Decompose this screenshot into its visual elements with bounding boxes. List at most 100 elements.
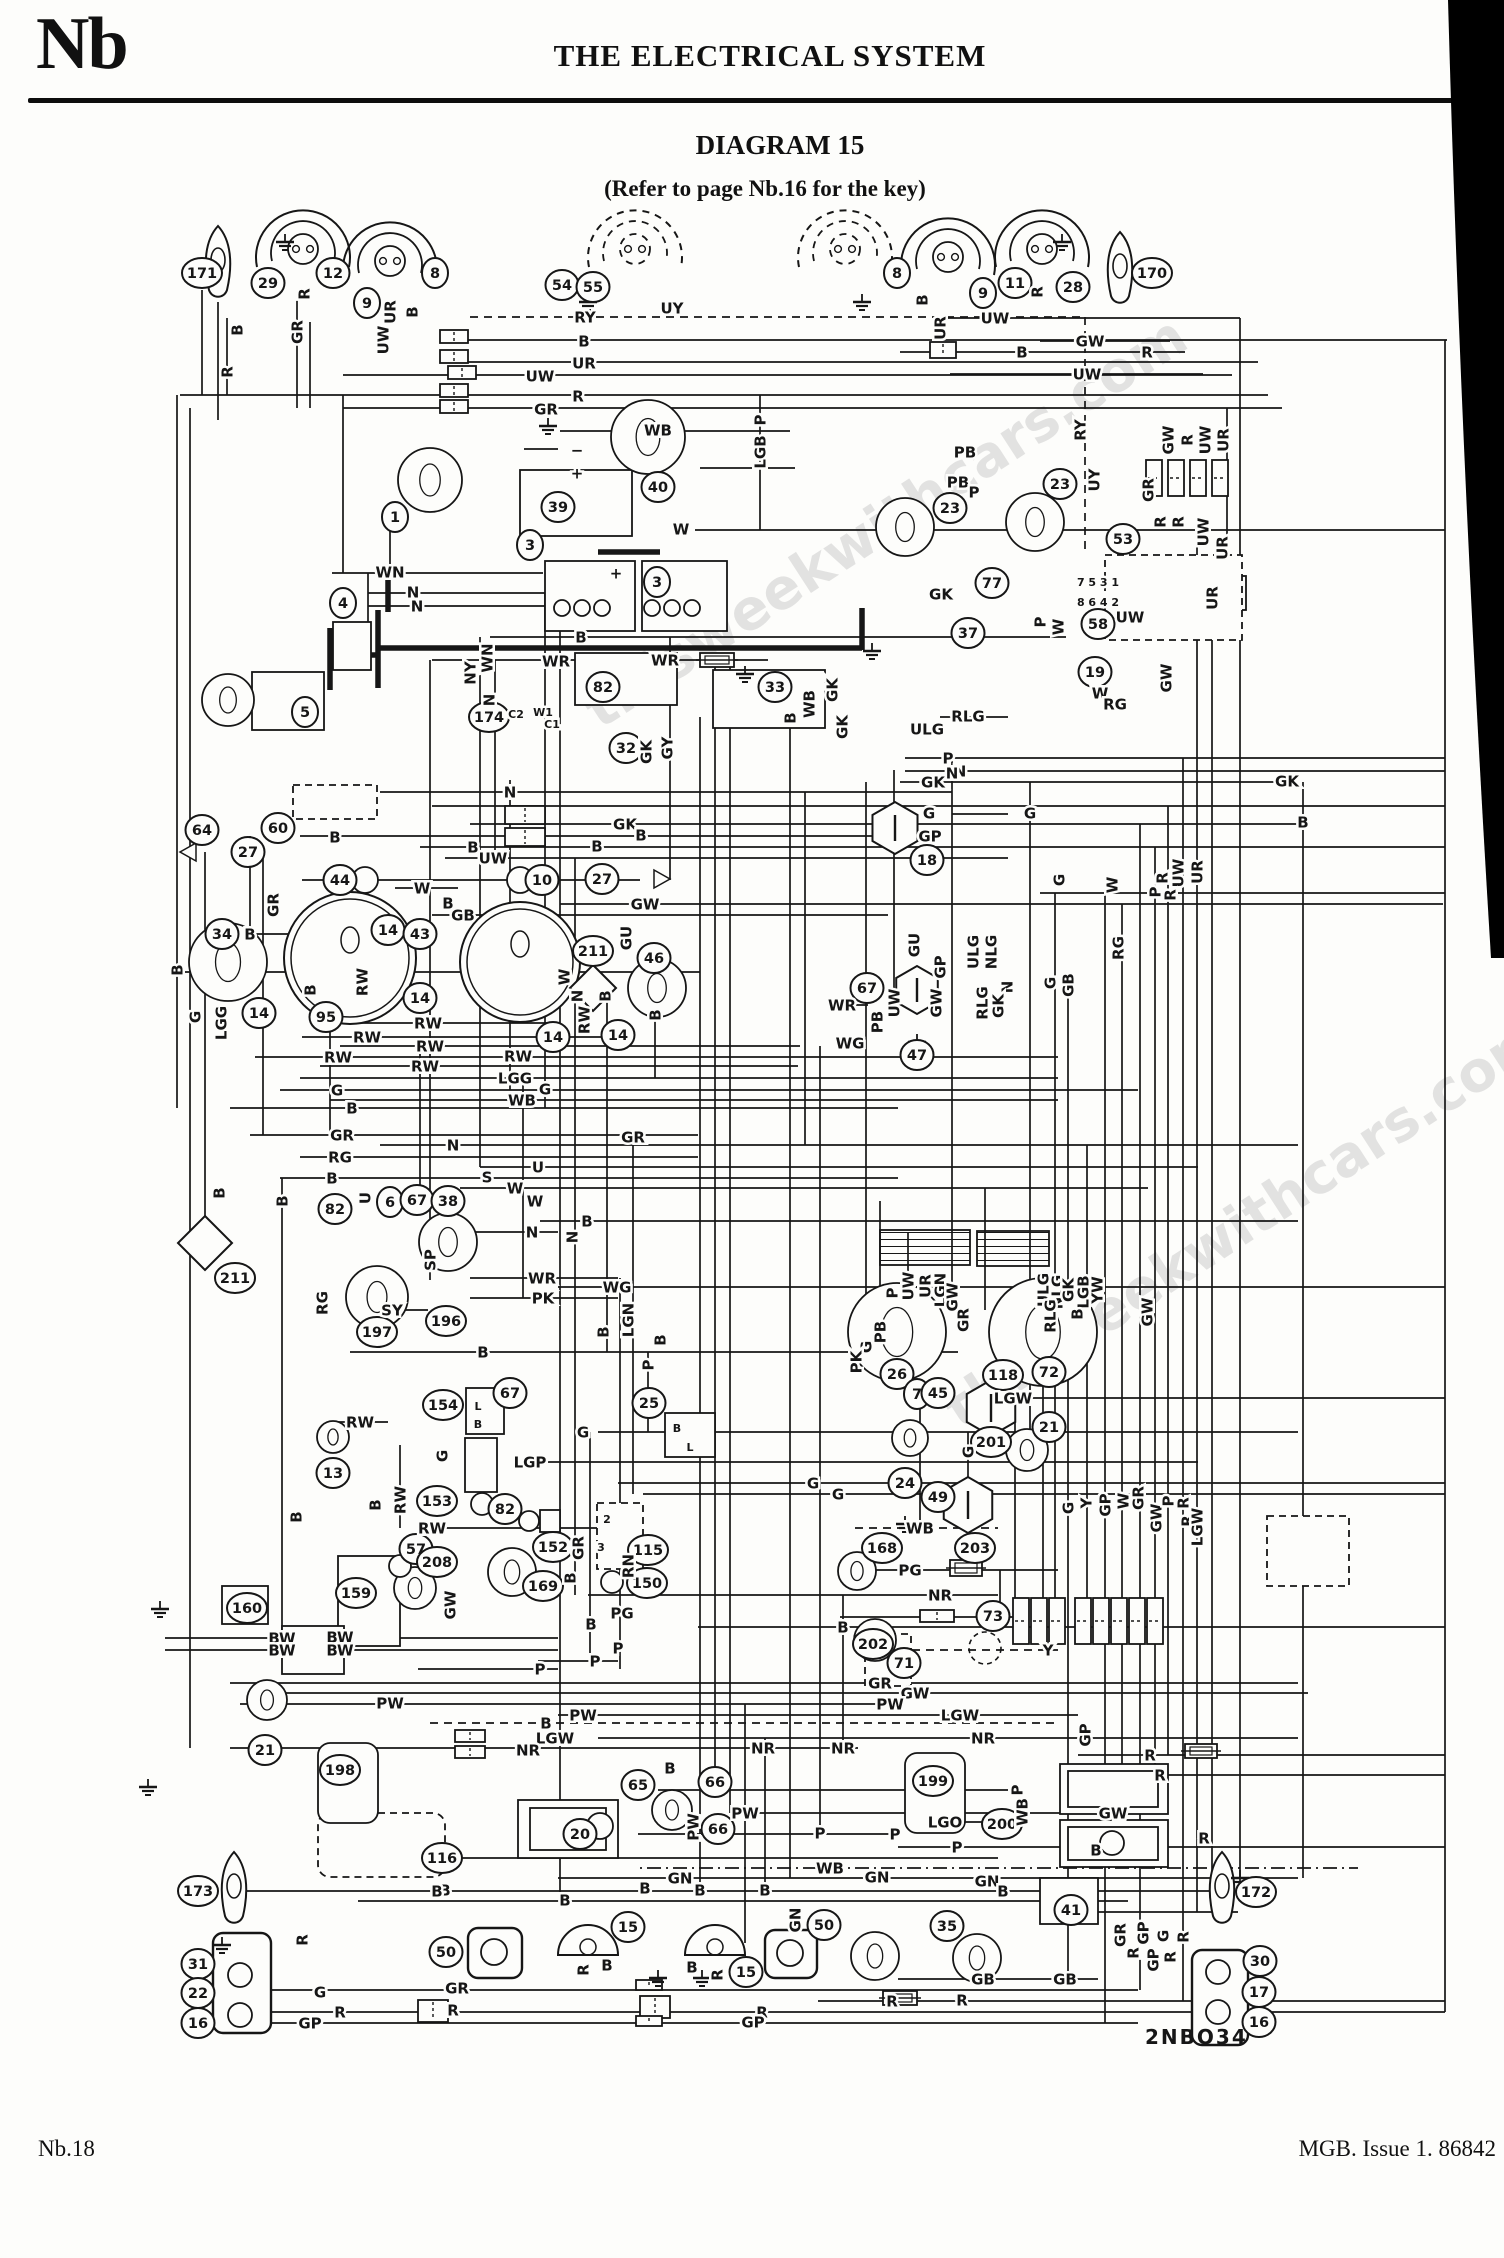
svg-text:GR: GR bbox=[534, 400, 558, 418]
svg-text:G: G bbox=[959, 1446, 977, 1458]
component-173 bbox=[177, 1875, 219, 1907]
svg-text:B: B bbox=[686, 1958, 697, 1976]
svg-text:G: G bbox=[1041, 977, 1059, 989]
svg-text:R: R bbox=[1151, 516, 1169, 528]
svg-text:SY: SY bbox=[381, 1301, 404, 1319]
svg-text:160: 160 bbox=[232, 1601, 262, 1617]
plate: 2NBO34 bbox=[1145, 2025, 1246, 2049]
svg-text:B: B bbox=[1297, 813, 1308, 831]
svg-text:8 6 4 2: 8 6 4 2 bbox=[1077, 596, 1119, 609]
component-200 bbox=[981, 1808, 1023, 1840]
component-118 bbox=[982, 1359, 1024, 1391]
svg-text:L: L bbox=[686, 1441, 693, 1454]
svg-text:GP: GP bbox=[1144, 1948, 1162, 1971]
svg-text:LGN: LGN bbox=[619, 1303, 637, 1337]
svg-text:GP: GP bbox=[1096, 1493, 1114, 1516]
svg-text:47: 47 bbox=[907, 1048, 927, 1064]
page-title: THE ELECTRICAL SYSTEM bbox=[553, 38, 987, 73]
component-72 bbox=[1031, 1356, 1067, 1388]
svg-text:27: 27 bbox=[238, 845, 258, 861]
component-202 bbox=[852, 1628, 894, 1660]
svg-text:R: R bbox=[956, 1991, 968, 2009]
svg-text:150: 150 bbox=[632, 1576, 662, 1592]
svg-text:R: R bbox=[708, 1969, 726, 1981]
svg-text:PK: PK bbox=[847, 1349, 865, 1373]
svg-text:P: P bbox=[969, 483, 980, 501]
component-40 bbox=[640, 471, 676, 503]
svg-text:171: 171 bbox=[187, 266, 217, 282]
component-20 bbox=[562, 1818, 598, 1850]
svg-text:3: 3 bbox=[597, 1541, 605, 1554]
component-71 bbox=[886, 1647, 922, 1679]
svg-text:UW: UW bbox=[479, 849, 508, 867]
diagram-subtitle: (Refer to page Nb.16 for the key) bbox=[604, 176, 926, 201]
svg-text:13: 13 bbox=[323, 1466, 343, 1482]
svg-text:NR: NR bbox=[751, 1739, 776, 1757]
svg-text:G: G bbox=[539, 1080, 551, 1098]
svg-text:GK: GK bbox=[929, 585, 954, 603]
diagram-title: DIAGRAM 15 bbox=[695, 130, 865, 160]
svg-text:N: N bbox=[563, 1231, 581, 1244]
svg-text:PB: PB bbox=[871, 1321, 889, 1343]
svg-text:GN: GN bbox=[668, 1869, 693, 1887]
svg-text:R: R bbox=[1178, 1515, 1196, 1527]
svg-text:B: B bbox=[301, 984, 319, 995]
svg-text:GP: GP bbox=[741, 2013, 764, 2031]
svg-text:B: B bbox=[1090, 1841, 1101, 1859]
svg-text:G: G bbox=[857, 1341, 875, 1353]
svg-text:53: 53 bbox=[1113, 532, 1133, 548]
svg-text:66: 66 bbox=[708, 1822, 728, 1838]
component-50 bbox=[428, 1936, 464, 1968]
svg-text:RLG: RLG bbox=[951, 707, 984, 725]
svg-text:GK: GK bbox=[921, 773, 946, 791]
component-44 bbox=[322, 864, 358, 896]
svg-text:B: B bbox=[244, 925, 255, 943]
component-5 bbox=[291, 696, 319, 728]
svg-text:50: 50 bbox=[814, 1918, 834, 1934]
svg-text:NLG: NLG bbox=[1048, 1275, 1066, 1309]
svg-text:B: B bbox=[673, 1422, 681, 1435]
svg-text:82: 82 bbox=[593, 680, 613, 696]
svg-text:66: 66 bbox=[705, 1775, 725, 1791]
svg-text:GW: GW bbox=[1147, 1503, 1165, 1532]
component-171 bbox=[181, 257, 223, 289]
component-116 bbox=[421, 1842, 463, 1874]
svg-text:PG: PG bbox=[610, 1604, 633, 1622]
svg-text:R: R bbox=[1141, 343, 1153, 361]
svg-text:UW: UW bbox=[1194, 517, 1212, 546]
svg-text:35: 35 bbox=[937, 1919, 957, 1935]
svg-text:LGB: LGB bbox=[751, 435, 769, 468]
svg-text:P: P bbox=[1146, 887, 1164, 898]
svg-text:RG: RG bbox=[313, 1291, 331, 1315]
svg-text:B: B bbox=[329, 828, 340, 846]
svg-text:N: N bbox=[504, 783, 517, 801]
svg-text:12: 12 bbox=[323, 266, 343, 282]
svg-text:WB: WB bbox=[508, 1091, 536, 1109]
svg-text:44: 44 bbox=[330, 873, 350, 889]
scan-artifact bbox=[1448, 0, 1504, 958]
svg-text:115: 115 bbox=[633, 1543, 663, 1559]
component-8 bbox=[883, 257, 911, 289]
component-66 bbox=[700, 1813, 736, 1845]
component-19 bbox=[1077, 656, 1113, 688]
svg-text:B: B bbox=[1068, 1308, 1086, 1319]
svg-text:1: 1 bbox=[390, 510, 400, 526]
component-203 bbox=[954, 1532, 996, 1564]
svg-text:GW: GW bbox=[901, 1684, 930, 1702]
svg-text:RN: RN bbox=[619, 1554, 637, 1578]
svg-text:B: B bbox=[601, 1956, 612, 1974]
svg-text:UW: UW bbox=[899, 1271, 917, 1300]
svg-text:11: 11 bbox=[1005, 276, 1025, 292]
svg-text:152: 152 bbox=[538, 1540, 568, 1556]
svg-text:22: 22 bbox=[188, 1986, 208, 2002]
svg-text:7: 7 bbox=[912, 1387, 922, 1403]
component-4 bbox=[329, 587, 357, 619]
svg-text:B: B bbox=[578, 332, 589, 350]
svg-text:WN: WN bbox=[375, 563, 404, 581]
svg-text:B: B bbox=[913, 294, 931, 305]
svg-text:P: P bbox=[815, 1824, 826, 1842]
svg-text:38: 38 bbox=[438, 1194, 458, 1210]
component-82 bbox=[317, 1193, 353, 1225]
component-168 bbox=[861, 1532, 903, 1564]
